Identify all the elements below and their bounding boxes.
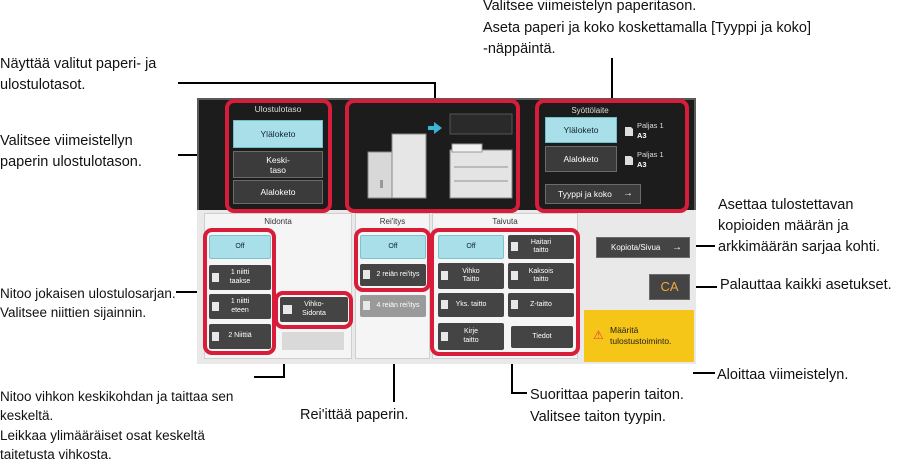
copies-per-page-label: Kopiota/Sivua [611, 242, 661, 252]
fold-highlight [430, 228, 580, 356]
callout-copies-2: kopioiden määrän ja [718, 218, 849, 234]
document-icon [212, 272, 219, 282]
arrow-right-icon: → [672, 241, 682, 253]
fold-off-button[interactable]: Off [438, 235, 504, 259]
callout-booklet-1: Nitoo vihkon keskikohdan ja taittaa sen [0, 389, 234, 404]
punch-four-hole-label: 4 reiän rei'itys [376, 301, 420, 309]
callout-display-trays-2: ulostulotasot. [0, 77, 86, 93]
booklet-staple-label: Vihko- Sidonta [302, 301, 326, 317]
accordion-fold-label: Haitari taitto [530, 238, 552, 255]
staple-front-button[interactable]: 1 niitti eteen [209, 294, 271, 319]
type-and-size-button[interactable]: Tyyppi ja koko → [545, 184, 641, 204]
callout-booklet-2: keskeltä. [0, 408, 54, 423]
feed-upper-tray-button[interactable]: Yläloketo [545, 117, 617, 143]
double-fold-button[interactable]: Kaksois taitto [508, 263, 574, 289]
fold-title: Taivuta [492, 217, 518, 226]
fold-icon [511, 300, 518, 309]
letter-fold-button[interactable]: Kirje taitto [438, 323, 504, 350]
paper-icon [624, 153, 634, 165]
feed-tray-title: Syöttölaite [571, 106, 609, 115]
booklet-highlight [274, 291, 353, 329]
callout-punch: Rei'ittää paperin. [300, 407, 409, 423]
callout-staple-2: Valitsee niittien sijainnin. [0, 305, 147, 320]
type-and-size-label: Tyyppi ja koko [558, 189, 612, 199]
punch-off-button[interactable]: Off [360, 235, 426, 259]
booklet-fold-button[interactable]: Vihko Taitto [438, 263, 504, 289]
feed-tray-highlight [535, 99, 689, 213]
half-fold-label: Yks. taitto [455, 300, 487, 308]
stapling-highlight [203, 228, 276, 355]
callout-copies-1: Asettaa tulostettavan [718, 197, 854, 213]
feed-lower-tray-button[interactable]: Alaloketo [545, 146, 617, 172]
start-button[interactable]: ⚠ Määritä tulostustoiminto. [584, 310, 694, 362]
feed-lower-paper-type: Paljas 1 [637, 150, 664, 159]
callout-booklet-4: taitetusta vihkosta. [0, 447, 112, 462]
double-fold-label: Kaksois taitto [528, 267, 554, 284]
arrow-right-icon: → [623, 188, 633, 199]
booklet-fold-label: Vihko Taitto [462, 267, 480, 284]
output-lower-tray-button[interactable]: Alaloketo [233, 180, 323, 204]
callout-output-tray-1: Valitsee viimeistellyn [0, 133, 133, 149]
output-upper-tray-button[interactable]: Yläloketo [233, 120, 323, 148]
fold-icon [441, 300, 448, 309]
fold-icon [511, 242, 518, 251]
staple-two-button[interactable]: 2 Niittiä [209, 324, 271, 349]
callout-display-trays-1: Näyttää valitut paperi- ja [0, 56, 157, 72]
fold-details-button[interactable]: Tiedot [511, 326, 573, 348]
fold-icon [511, 271, 518, 280]
staple-off-button[interactable]: Off [209, 235, 271, 259]
punch-highlight [354, 228, 431, 292]
document-icon [363, 301, 370, 310]
fold-icon [441, 271, 448, 280]
callout-output-tray-2: paperin ulostulotason. [0, 154, 142, 170]
machine-illustration [350, 104, 515, 208]
punch-title: Rei'itys [379, 217, 406, 226]
callout-feed-tray-2: Aseta paperi ja koko koskettamalla [Tyyp… [483, 20, 812, 36]
paper-icon [624, 124, 634, 136]
machine-image-highlight [345, 99, 520, 213]
punch-two-hole-label: 2 reiän rei'itys [376, 270, 420, 278]
document-icon [212, 301, 219, 311]
punch-four-hole-button[interactable]: 4 reiän rei'itys [360, 295, 426, 317]
feed-lower-paper-size: A3 [637, 160, 647, 169]
booklet-staple-button[interactable]: Vihko- Sidonta [280, 297, 348, 322]
document-icon [363, 270, 370, 279]
callout-copies-3: arkkimäärän sarjaa kohti. [718, 239, 880, 255]
callout-ca: Palauttaa kaikki asetukset. [720, 277, 892, 293]
output-tray-highlight [225, 99, 332, 213]
staple-back-button[interactable]: 1 niitti taakse [209, 265, 271, 290]
callout-booklet-3: Leikkaa ylimääräiset osat keskeltä [0, 428, 205, 443]
half-fold-button[interactable]: Yks. taitto [438, 293, 504, 317]
output-middle-tray-button[interactable]: Keski- taso [233, 151, 323, 178]
copies-per-page-button[interactable]: Kopiota/Sivua → [596, 237, 690, 258]
callout-feed-tray-3: -näppäintä. [483, 41, 556, 57]
accordion-fold-button[interactable]: Haitari taitto [508, 235, 574, 259]
staple-two-label: 2 Niittiä [228, 332, 252, 340]
warning-icon: ⚠ [593, 328, 604, 342]
staple-front-label: 1 niitti eteen [230, 298, 250, 314]
document-icon [212, 331, 219, 341]
staple-back-label: 1 niitti taakse [229, 269, 251, 285]
booklet-icon [283, 304, 292, 314]
fold-icon [441, 331, 448, 341]
z-fold-button[interactable]: Z-taitto [508, 293, 574, 317]
callout-feed-tray-1: Valitsee viimeistelyn paperitason. [483, 0, 697, 14]
start-message: Määritä tulostustoiminto. [610, 325, 672, 346]
callout-start: Aloittaa viimeistelyn. [717, 367, 849, 383]
stapling-title: Nidonta [264, 217, 292, 226]
callout-fold-2: Valitsee taiton tyypin. [530, 409, 666, 425]
feed-upper-paper-type: Paljas 1 [637, 121, 664, 130]
letter-fold-label: Kirje taitto [463, 328, 479, 344]
disabled-button [282, 332, 344, 350]
feed-upper-paper-size: A3 [637, 131, 647, 140]
punch-two-hole-button[interactable]: 2 reiän rei'itys [360, 264, 426, 286]
callout-fold-1: Suorittaa paperin taiton. [530, 387, 684, 403]
z-fold-label: Z-taitto [530, 300, 552, 308]
ca-button[interactable]: CA [649, 274, 690, 300]
callout-staple-1: Nitoo jokaisen ulostulosarjan. [0, 286, 176, 301]
output-tray-title: Ulostulotaso [254, 104, 302, 114]
